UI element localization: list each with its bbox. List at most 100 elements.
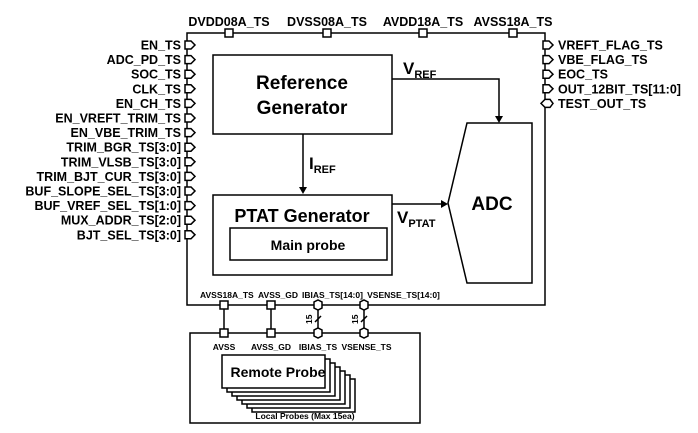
pin-avss18a: [508, 28, 518, 38]
bidirectional-pin-icon: [539, 98, 554, 109]
input-pin-icon: [184, 157, 197, 167]
left-pin-label: BUF_VREF_SEL_TS[1:0]: [34, 199, 181, 213]
input-pin-icon: [184, 127, 197, 138]
left-pin-label: BUF_SLOPE_SEL_TS[3:0]: [25, 185, 181, 199]
input-pin-icon: [184, 69, 197, 79]
remote-probe-instance: [221, 354, 326, 389]
left-pin-label: SOC_TS: [131, 68, 181, 82]
bottom-pin-label: VSENSE_TS[14:0]: [367, 290, 440, 300]
arrow-head: [495, 116, 503, 123]
pin-dvss08a: [322, 28, 332, 38]
top-pin-label: DVSS08A_TS: [287, 15, 367, 29]
left-pin-label: TRIM_VLSB_TS[3:0]: [61, 155, 181, 169]
arrow-head: [299, 187, 307, 194]
iref-label: IREF: [309, 154, 336, 176]
input-pin-icon: [184, 186, 197, 196]
probe-pin-label: IBIAS_TS: [299, 342, 338, 352]
input-pin-icon: [184, 54, 197, 65]
left-pin-label: EN_TS: [141, 39, 181, 53]
ibias-pin: [313, 299, 323, 311]
left-pins: EN_TSADC_PD_TSSOC_TSCLK_TSEN_CH_TSEN_VRE…: [25, 39, 197, 242]
vref-wire: [392, 78, 500, 118]
local-probes-block: [189, 332, 421, 424]
right-pins: VREFT_FLAG_TSVBE_FLAG_TSEOC_TSOUT_12BIT_…: [539, 39, 681, 111]
remote-probe-stack: [221, 354, 356, 413]
avss-probe-pin: [219, 328, 229, 338]
pin-dvdd08a: [224, 28, 234, 38]
bus-width-label: 15: [350, 314, 360, 324]
probe-pin-labels: AVSS AVSS_GD IBIAS_TS VSENSE_TS: [213, 342, 392, 352]
reference-generator-label: Reference: [256, 73, 348, 94]
bus-width-label: 15: [304, 314, 314, 324]
left-pin-label: TRIM_BJT_CUR_TS[3:0]: [37, 170, 181, 184]
right-pin-label: TEST_OUT_TS: [558, 97, 646, 111]
top-block-boundary: [186, 32, 546, 306]
input-pin-icon: [184, 40, 197, 50]
main-probe-label: Main probe: [271, 237, 346, 253]
left-pin-label: EN_VREFT_TRIM_TS: [55, 112, 181, 126]
input-pin-icon: [184, 230, 197, 240]
left-pin-label: EN_CH_TS: [116, 97, 181, 111]
right-pin-label: VBE_FLAG_TS: [558, 53, 648, 67]
right-pin-label: OUT_12BIT_TS[11:0]: [558, 82, 681, 96]
left-pin-label: ADC_PD_TS: [107, 53, 181, 67]
left-pin-label: CLK_TS: [132, 82, 181, 96]
vptat-sub: PTAT: [408, 218, 435, 230]
top-pin-label: AVSS18A_TS: [474, 15, 553, 29]
main-probe-block: [229, 227, 388, 261]
avss18a-pin: [219, 300, 229, 310]
right-pin-label: VREFT_FLAG_TS: [558, 39, 663, 53]
bus-slash: [314, 315, 322, 323]
vref-sub: REF: [414, 69, 436, 81]
output-pin-icon: [542, 40, 555, 50]
bottom-pin-label: AVSS_GD: [258, 290, 298, 300]
left-pin-label: EN_VBE_TRIM_TS: [71, 126, 181, 140]
ptat-generator-block: [212, 194, 393, 276]
input-pin-icon: [184, 200, 197, 211]
adc-block: [447, 122, 533, 284]
vsense-pin: [359, 299, 369, 311]
probe-pin-label: AVSS_GD: [251, 342, 291, 352]
vsense-probe-pin: [359, 327, 369, 339]
avss-gd-probe-pin: [266, 328, 276, 338]
bottom-pin-label: IBIAS_TS[14:0]: [302, 290, 363, 300]
reference-generator-block: [212, 54, 393, 135]
output-pin-icon: [542, 69, 555, 79]
input-pin-icon: [184, 142, 197, 152]
bottom-pin-labels: AVSS18A_TS AVSS_GD IBIAS_TS[14:0] VSENSE…: [200, 290, 440, 300]
right-pin-label: EOC_TS: [558, 68, 608, 82]
input-pin-icon: [184, 98, 197, 109]
arrow-head: [441, 200, 448, 208]
top-pin-label: DVDD08A_TS: [188, 15, 269, 29]
left-pin-label: BJT_SEL_TS[3:0]: [77, 228, 181, 242]
avss-gd-pin: [266, 300, 276, 310]
adc-label: ADC: [471, 194, 512, 215]
ibias-probe-pin: [313, 327, 323, 339]
iref-main: I: [309, 154, 314, 173]
iref-sub: REF: [314, 164, 336, 176]
input-pin-icon: [184, 171, 197, 182]
bottom-pin-label: AVSS18A_TS: [200, 290, 254, 300]
left-pin-label: TRIM_BGR_TS[3:0]: [66, 141, 181, 155]
top-pins: DVDD08A_TS DVSS08A_TS AVDD18A_TS AVSS18A…: [188, 15, 553, 38]
remote-probe-label: Remote Probe: [231, 364, 326, 380]
vref-main: V: [403, 59, 415, 78]
input-pin-icon: [184, 215, 197, 225]
input-pin-icon: [184, 113, 197, 123]
output-pin-icon: [542, 84, 555, 94]
input-pin-icon: [184, 84, 197, 94]
bus-slash: [360, 315, 368, 323]
vptat-label: VPTAT: [397, 208, 436, 230]
reference-generator-label: Generator: [257, 98, 348, 119]
probe-pin-label: VSENSE_TS: [341, 342, 391, 352]
vptat-main: V: [397, 208, 409, 227]
output-pin-icon: [542, 54, 555, 65]
top-pin-label: AVDD18A_TS: [383, 15, 463, 29]
local-probes-label: Local Probes (Max 15ea): [255, 411, 354, 421]
ptat-generator-label: PTAT Generator: [234, 206, 369, 226]
pin-avdd18a: [418, 28, 428, 38]
left-pin-label: MUX_ADDR_TS[2:0]: [61, 214, 181, 228]
vref-label: VREF: [403, 59, 437, 81]
probe-pin-label: AVSS: [213, 342, 236, 352]
